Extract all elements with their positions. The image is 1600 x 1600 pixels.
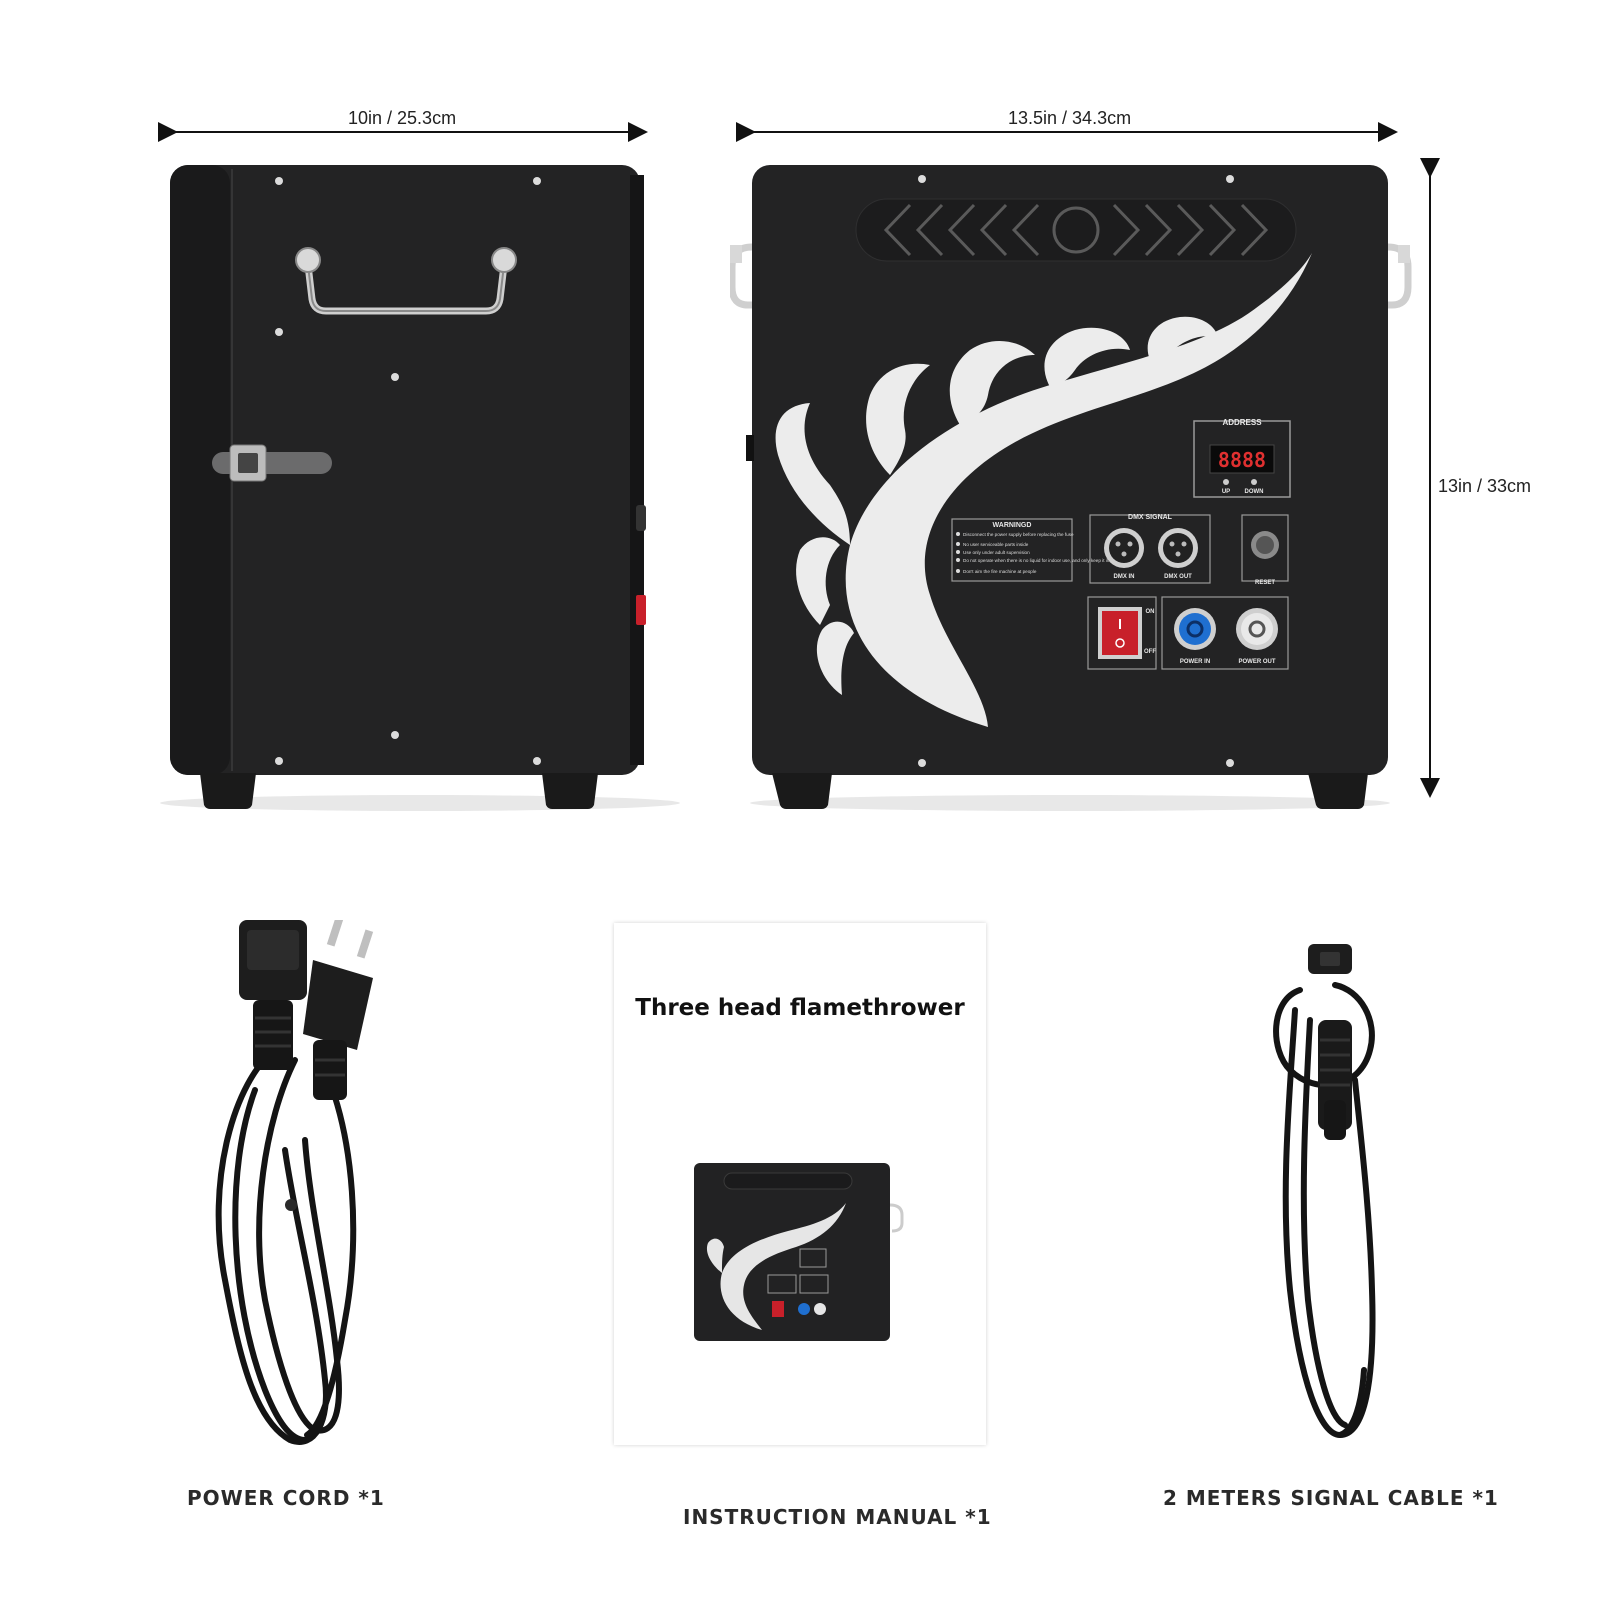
power-connectors-panel: POWER IN POWER OUT	[1161, 596, 1289, 670]
height-label: 13in / 33cm	[1438, 476, 1532, 496]
dmx-out-port[interactable]	[1158, 528, 1198, 568]
warning-line: Disconnect the power supply before repla…	[963, 532, 1074, 537]
reset-panel: RESET	[1241, 514, 1289, 586]
dmx-signal-label: DMX SIGNAL	[1128, 514, 1173, 521]
power-in-port[interactable]	[1174, 608, 1216, 650]
side-power-switch	[636, 595, 646, 625]
vent-grille-icon	[855, 198, 1297, 262]
warning-label: WARNINGD Disconnect the power supply bef…	[951, 518, 1135, 582]
dmx-in-port[interactable]	[1104, 528, 1144, 568]
on-label: ON	[1146, 609, 1155, 615]
power-cord-caption: POWER CORD *1	[187, 1486, 385, 1510]
door-latch-icon	[212, 444, 332, 482]
warning-line: No user serviceable parts inside	[963, 542, 1029, 547]
xlr-connector-icon	[1318, 1020, 1352, 1140]
front-width-label: 13.5in / 34.3cm	[1008, 108, 1132, 128]
reset-button[interactable]	[1251, 531, 1279, 559]
manual-title: Three head flamethrower	[635, 995, 965, 1021]
off-label: OFF	[1144, 649, 1156, 655]
dmx-out-label: DMX OUT	[1164, 574, 1192, 580]
warning-line: Do not operate when there is no liquid f…	[963, 558, 1135, 563]
power-cord-image	[215, 920, 374, 1445]
us-plug-icon	[303, 920, 374, 1100]
down-button[interactable]	[1251, 479, 1257, 485]
machine-front-view: ADDRESS 8888 UP DOWN WARNINGD Disconnect…	[730, 165, 1412, 811]
instruction-manual-caption: INSTRUCTION MANUAL *1	[683, 1505, 992, 1529]
dmx-in-label: DMX IN	[1114, 574, 1135, 580]
up-button[interactable]	[1223, 479, 1229, 485]
power-out-label: POWER OUT	[1239, 659, 1276, 665]
warning-title: WARNINGD	[993, 522, 1032, 529]
power-out-port[interactable]	[1236, 608, 1278, 650]
address-digits: 8888	[1218, 448, 1266, 472]
manual-machine-image	[694, 1163, 904, 1341]
dmx-signal-panel: DMX SIGNAL DMX IN DMX OUT	[1089, 514, 1211, 584]
power-switch-panel: ON OFF	[1087, 596, 1157, 670]
warning-line: Don't aim the fire machine at people	[963, 569, 1037, 574]
iec-connector-icon	[239, 920, 307, 1070]
down-label: DOWN	[1245, 489, 1264, 495]
carry-handle-icon	[295, 247, 517, 315]
warning-line: Use only under adult supervision	[963, 550, 1030, 555]
machine-side-view	[160, 165, 680, 811]
power-in-label: POWER IN	[1180, 659, 1210, 665]
power-switch[interactable]	[1098, 607, 1142, 659]
address-label: ADDRESS	[1222, 418, 1262, 427]
instruction-manual: Three head flamethrower	[614, 923, 986, 1445]
reset-label: RESET	[1255, 580, 1275, 586]
address-display: ADDRESS 8888 UP DOWN	[1193, 418, 1291, 498]
side-width-label: 10in / 25.3cm	[348, 108, 457, 128]
up-label: UP	[1222, 489, 1230, 495]
left-clip-icon	[730, 243, 753, 309]
xlr-connector-icon	[1308, 944, 1352, 974]
signal-cable-image	[1273, 944, 1376, 1439]
signal-cable-caption: 2 METERS SIGNAL CABLE *1	[1163, 1486, 1499, 1510]
flame-graphic-icon	[775, 253, 1312, 727]
dimension-arrows	[158, 122, 1440, 798]
right-clip-icon	[1387, 243, 1412, 309]
